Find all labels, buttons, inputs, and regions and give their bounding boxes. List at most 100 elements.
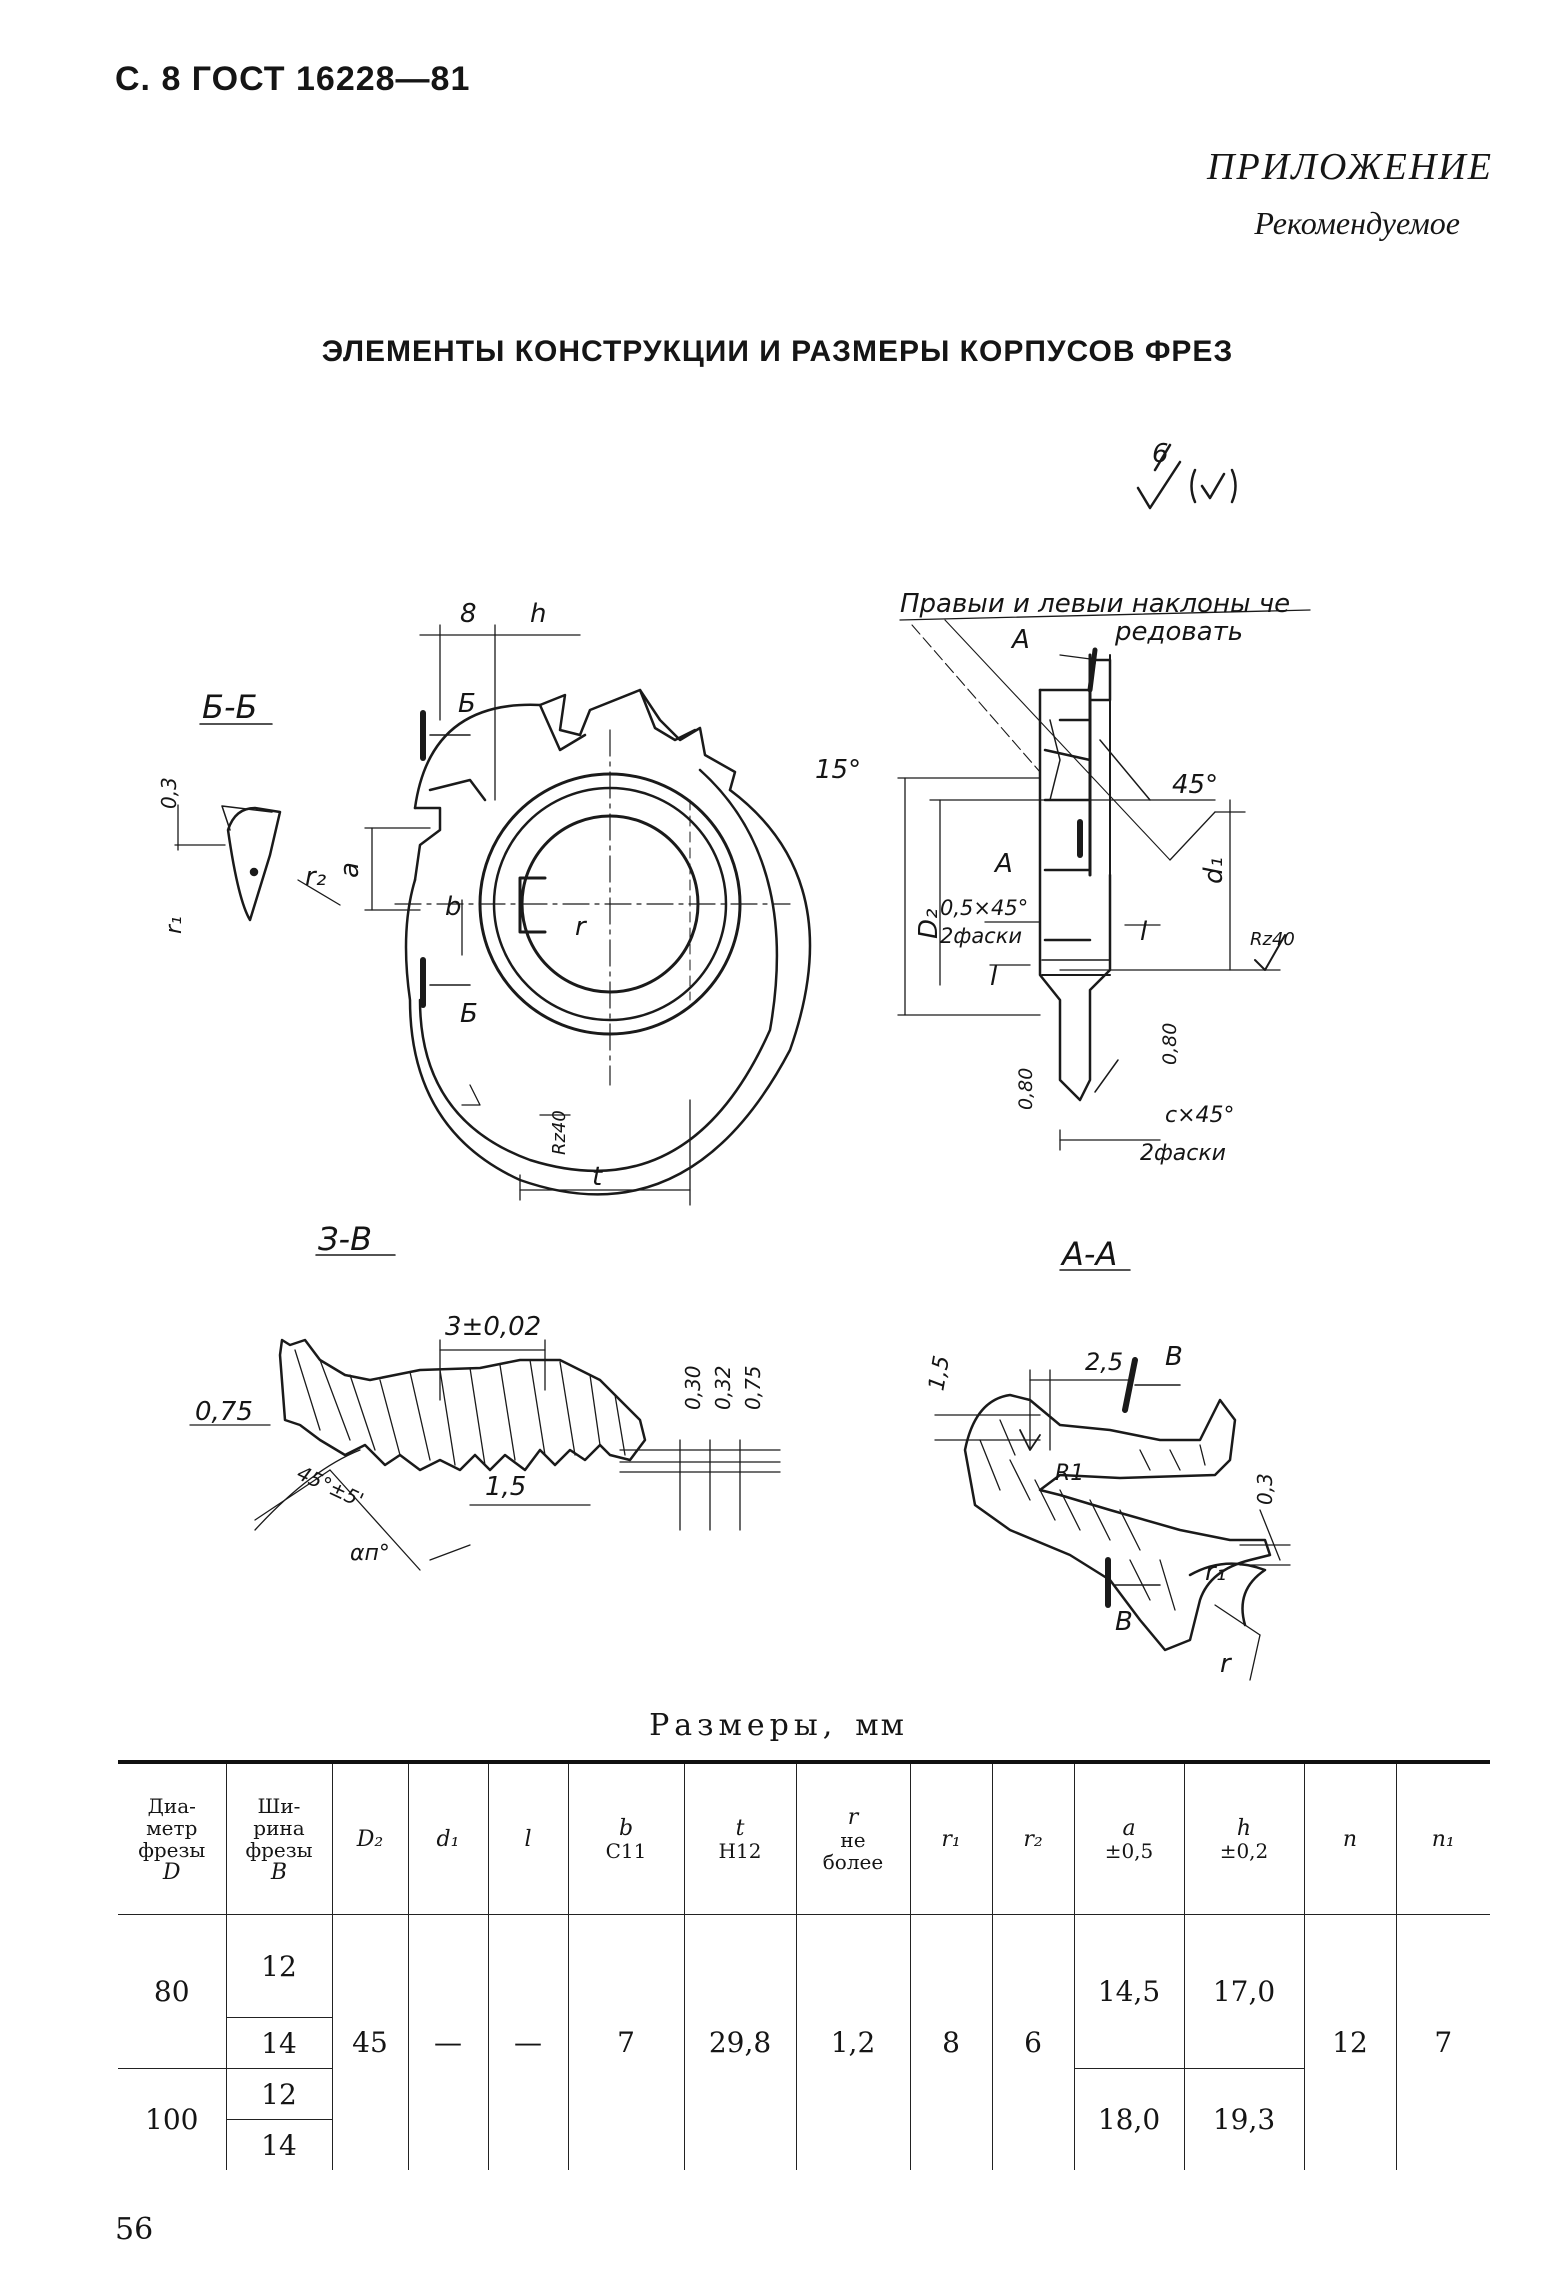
aa-marker-b-bottom: B <box>1115 1607 1133 1637</box>
cell-h-100: 19,3 <box>1183 2068 1304 2170</box>
appendix-sub: Рекомендуемое <box>1254 205 1460 241</box>
bb-dim-r1: r₁ <box>162 916 187 934</box>
col-header-n1: n₁ <box>1395 1760 1490 1915</box>
section-label-aa: А-А <box>1060 1235 1117 1273</box>
cell-r1: 8 <box>909 1914 993 2170</box>
dim-r2: r₂ <box>305 862 326 892</box>
roughness-value: 6 <box>1152 439 1169 469</box>
section-label-bb: Б-Б <box>202 688 257 726</box>
aa-dim-r: r <box>1220 1649 1233 1679</box>
bb-dim-03: 0,3 <box>157 777 181 809</box>
technical-drawing: 6 Б-Б З-В А-А Правыи и левыи наклоны че … <box>157 439 1311 1681</box>
col-header-D2: D₂ <box>331 1760 409 1915</box>
col-header-a: a±0,5 <box>1073 1760 1185 1915</box>
table-row: 14 <box>118 2018 1490 2069</box>
roughness-080-b: 0,80 <box>1159 1023 1181 1065</box>
page-header: С. 8 ГОСТ 16228—81 <box>115 60 471 98</box>
chamfer-2-faski-top: 2фаски <box>940 924 1022 948</box>
table-row: 80 12 45 — — 7 29,8 1,2 8 6 14,5 17,0 12… <box>118 1914 1490 2170</box>
section-aa-view <box>934 1269 1291 1681</box>
angle-45: 45° <box>1172 770 1218 800</box>
cell-d1: — <box>407 1914 489 2170</box>
chamfer-2-faski-bottom: 2фаски <box>1140 1141 1226 1166</box>
roughness-080-a: 0,80 <box>1015 1068 1037 1110</box>
cell-r2: 6 <box>991 1914 1075 2170</box>
cell-l: — <box>487 1914 569 2170</box>
table-row: 14 <box>118 2120 1490 2171</box>
cell-B-100-12: 12 <box>225 2068 333 2120</box>
dim-15: 1,5 <box>485 1472 526 1502</box>
table-caption-text: Размеры, <box>649 1708 838 1743</box>
col-header-r1: r₁ <box>909 1760 993 1915</box>
section-title: ЭЛЕМЕНТЫ КОНСТРУКЦИИ И РАЗМЕРЫ КОРПУСОВ … <box>321 335 1234 368</box>
dim-b-top: 8 <box>460 599 477 629</box>
angle-alpha-p: αп° <box>350 1541 390 1566</box>
col-header-h: h±0,2 <box>1183 1760 1305 1915</box>
rz40-front: Rz40 <box>549 1110 570 1155</box>
dim-pitch: 3±0,02 <box>445 1312 541 1342</box>
aa-dim-15: 1,5 <box>924 1354 955 1393</box>
cell-n: 12 <box>1303 1914 1397 2170</box>
chamfer-05x45: 0,5×45° <box>940 896 1028 920</box>
dim-b-small: b <box>445 892 462 922</box>
table-unit: мм <box>855 1708 906 1743</box>
angle-45-5: 45°±5' <box>293 1461 367 1513</box>
col-header-d1: d₁ <box>407 1760 489 1915</box>
page-number: 56 <box>115 2212 154 2247</box>
angle-15: 15° <box>815 755 861 785</box>
cell-n1: 7 <box>1395 1914 1490 2170</box>
section-vv-view <box>189 1254 781 1571</box>
cell-D-80: 80 <box>118 1914 227 2069</box>
chamfer-cx45: c×45° <box>1165 1103 1235 1128</box>
cell-b: 7 <box>567 1914 685 2170</box>
aa-dim-r1-big: R1 <box>1055 1461 1084 1486</box>
dim-l-2: l <box>990 962 998 992</box>
aa-dim-03: 0,3 <box>1253 1473 1277 1505</box>
marker-b1: Б <box>458 689 476 719</box>
cell-r: 1,2 <box>795 1914 911 2170</box>
cell-D2: 45 <box>331 1914 409 2170</box>
cell-B-80-12: 12 <box>225 1914 333 2018</box>
cell-a-100: 18,0 <box>1073 2068 1185 2170</box>
dim-a: a <box>335 862 365 878</box>
section-label-vv: З-В <box>318 1220 372 1258</box>
col-header-l: l <box>487 1760 569 1915</box>
cell-t: 29,8 <box>683 1914 797 2170</box>
note-slopes-line2: редовать <box>1114 617 1243 647</box>
dim-l-1: l <box>1140 917 1148 947</box>
marker-a-top: A <box>1010 625 1030 655</box>
cutter-front-view <box>364 624 812 1206</box>
dim-t: t <box>592 1162 603 1192</box>
dim-032: 0,32 <box>711 1365 735 1410</box>
dim-d1: d₁ <box>1199 857 1229 884</box>
col-header-r2: r₂ <box>991 1760 1075 1915</box>
table-caption: Размеры, мм <box>0 1708 1555 1743</box>
cell-B-80-14: 14 <box>261 2026 297 2060</box>
dim-r: r <box>575 912 588 942</box>
dim-075-right: 0,75 <box>741 1365 765 1410</box>
dim-h: h <box>530 599 546 629</box>
aa-dim-r1: r₁ <box>1205 1557 1226 1587</box>
note-slopes-line1: Правыи и левыи наклоны че <box>900 589 1290 619</box>
aa-dim-25: 2,5 <box>1085 1348 1123 1376</box>
cell-h-80: 17,0 <box>1183 1914 1305 2069</box>
cell-B-100-14: 14 <box>261 2128 297 2162</box>
dim-d2: D₂ <box>914 909 944 939</box>
dim-030: 0,30 <box>681 1365 705 1410</box>
dim-075-left: 0,75 <box>195 1397 253 1427</box>
marker-b2: Б <box>460 999 478 1029</box>
section-bb-view <box>174 723 341 922</box>
cutter-side-view <box>897 609 1311 1151</box>
table-row: 100 12 18,0 19,3 <box>118 2068 1490 2170</box>
appendix-label: ПРИЛОЖЕНИЕ <box>1207 146 1493 188</box>
roughness-symbol <box>1136 443 1237 510</box>
rz40-side: Rz40 <box>1250 929 1295 950</box>
cell-a-80: 14,5 <box>1073 1914 1185 2069</box>
